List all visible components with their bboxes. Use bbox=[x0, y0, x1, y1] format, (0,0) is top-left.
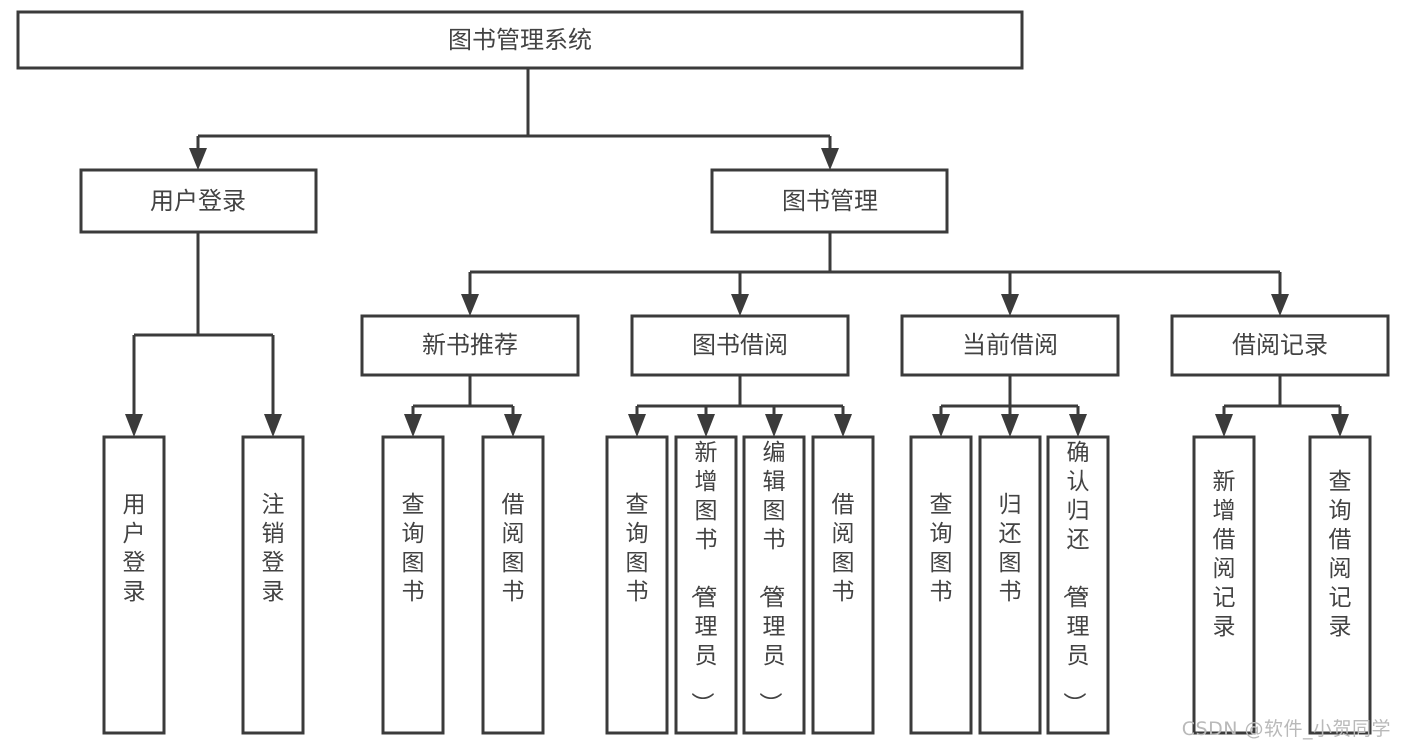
arrow-head-leaf-new-book-2 bbox=[504, 414, 522, 437]
leaf-node-book-borrow-add[interactable]: 新增图书（管理员） bbox=[674, 435, 738, 735]
leaf-node-book-borrow-edit-box[interactable] bbox=[742, 435, 806, 735]
arrow-head-leaf-borrow-record-2 bbox=[1331, 414, 1349, 437]
connector-layer bbox=[125, 68, 1349, 437]
node-borrow-record-box[interactable] bbox=[1170, 314, 1390, 377]
leaf-node-book-borrow-add-label: 新增图书（管理员） bbox=[689, 440, 718, 715]
leaf-node-current-borrow-query[interactable]: 查询图书 bbox=[909, 435, 973, 735]
leaf-node-current-borrow-return[interactable]: 归还图书 bbox=[978, 435, 1042, 735]
leaf-node-current-borrow-confirm[interactable]: 确认归还（管理员） bbox=[1046, 435, 1110, 735]
node-current-borrow-box[interactable] bbox=[900, 314, 1120, 377]
node-book-management[interactable]: 图书管理 bbox=[710, 168, 949, 234]
leaf-node-book-borrow-query-box[interactable] bbox=[605, 435, 669, 735]
node-book-borrow-label: 图书借阅 bbox=[692, 331, 788, 359]
arrow-head-leaf-book-borrow-2 bbox=[697, 414, 715, 437]
node-user-login-label: 用户登录 bbox=[150, 187, 246, 215]
arrow-head-leaf-book-borrow-3 bbox=[765, 414, 783, 437]
arrow-head-user-login bbox=[189, 148, 207, 170]
node-new-book-recommend-box[interactable] bbox=[360, 314, 580, 377]
node-book-management-box[interactable] bbox=[710, 168, 949, 234]
node-new-book-recommend-label: 新书推荐 bbox=[422, 331, 518, 359]
leaf-node-user-login-login-label: 用户登录 bbox=[123, 492, 146, 605]
leaf-node-user-login-logout[interactable]: 注销登录 bbox=[241, 435, 305, 735]
arrow-head-leaf-book-borrow-1 bbox=[628, 414, 646, 437]
node-user-login-box[interactable] bbox=[79, 168, 318, 234]
leaf-node-book-borrow-add-box[interactable] bbox=[674, 435, 738, 735]
leaf-node-new-book-borrow-box[interactable] bbox=[481, 435, 545, 735]
node-book-borrow-box[interactable] bbox=[630, 314, 850, 377]
leaf-node-book-borrow-edit-label: 编辑图书（管理员） bbox=[757, 440, 786, 715]
node-borrow-record[interactable]: 借阅记录 bbox=[1170, 314, 1390, 377]
node-user-login[interactable]: 用户登录 bbox=[79, 168, 318, 234]
leaf-node-current-borrow-confirm-label: 确认归还（管理员） bbox=[1061, 440, 1090, 715]
leaf-node-book-borrow-query[interactable]: 查询图书 bbox=[605, 435, 669, 735]
arrow-head-leaf-current-borrow-3 bbox=[1069, 414, 1087, 437]
arrow-head-leaf-user-login-2 bbox=[264, 414, 282, 437]
arrow-head-leaf-book-borrow-4 bbox=[834, 414, 852, 437]
leaf-node-user-login-login[interactable]: 用户登录 bbox=[102, 435, 166, 735]
node-new-book-recommend[interactable]: 新书推荐 bbox=[360, 314, 580, 377]
leaf-node-new-book-borrow[interactable]: 借阅图书 bbox=[481, 435, 545, 735]
node-book-management-label: 图书管理 bbox=[782, 187, 878, 215]
leaf-node-borrow-record-query[interactable]: 查询借阅记录 bbox=[1308, 435, 1372, 735]
node-root-label: 图书管理系统 bbox=[448, 26, 592, 54]
arrow-head-borrow-record bbox=[1271, 294, 1289, 316]
leaf-node-user-login-login-box[interactable] bbox=[102, 435, 166, 735]
leaf-node-current-borrow-query-box[interactable] bbox=[909, 435, 973, 735]
leaf-node-current-borrow-query-label: 查询图书 bbox=[930, 492, 953, 605]
node-borrow-record-label: 借阅记录 bbox=[1232, 331, 1328, 359]
leaf-node-borrow-record-add[interactable]: 新增借阅记录 bbox=[1192, 435, 1256, 735]
leaf-node-user-login-logout-label: 注销登录 bbox=[262, 492, 285, 605]
arrow-head-leaf-user-login-1 bbox=[125, 414, 143, 437]
arrow-head-leaf-current-borrow-1 bbox=[932, 414, 950, 437]
leaf-node-borrow-record-query-box[interactable] bbox=[1308, 435, 1372, 735]
leaf-node-borrow-record-add-box[interactable] bbox=[1192, 435, 1256, 735]
arrow-head-current-borrow bbox=[1001, 294, 1019, 316]
leaf-node-book-borrow-edit[interactable]: 编辑图书（管理员） bbox=[742, 435, 806, 735]
node-current-borrow[interactable]: 当前借阅 bbox=[900, 314, 1120, 377]
arrow-head-leaf-borrow-record-1 bbox=[1215, 414, 1233, 437]
arrow-head-new-book bbox=[461, 294, 479, 316]
leaf-node-new-book-query-label: 查询图书 bbox=[402, 492, 425, 605]
node-root[interactable]: 图书管理系统 bbox=[16, 10, 1024, 70]
leaf-node-book-borrow-borrow[interactable]: 借阅图书 bbox=[811, 435, 875, 735]
leaf-node-new-book-query[interactable]: 查询图书 bbox=[381, 435, 445, 735]
arrow-head-leaf-current-borrow-2 bbox=[1001, 414, 1019, 437]
arrow-head-book-borrow bbox=[731, 294, 749, 316]
leaf-node-book-borrow-borrow-label: 借阅图书 bbox=[832, 492, 855, 605]
leaf-node-current-borrow-confirm-box[interactable] bbox=[1046, 435, 1110, 735]
arrow-head-leaf-new-book-1 bbox=[404, 414, 422, 437]
leaf-node-new-book-borrow-label: 借阅图书 bbox=[502, 492, 525, 605]
node-book-borrow[interactable]: 图书借阅 bbox=[630, 314, 850, 377]
leaf-node-new-book-query-box[interactable] bbox=[381, 435, 445, 735]
leaf-node-current-borrow-return-label: 归还图书 bbox=[999, 492, 1022, 605]
leaf-node-borrow-record-query-label: 查询借阅记录 bbox=[1329, 469, 1352, 640]
arrow-head-book-mgmt bbox=[821, 148, 839, 170]
leaf-node-current-borrow-return-box[interactable] bbox=[978, 435, 1042, 735]
leaf-node-user-login-logout-box[interactable] bbox=[241, 435, 305, 735]
node-root-box[interactable] bbox=[16, 10, 1024, 70]
leaf-node-book-borrow-borrow-box[interactable] bbox=[811, 435, 875, 735]
leaf-node-book-borrow-query-label: 查询图书 bbox=[626, 492, 649, 605]
leaf-node-borrow-record-add-label: 新增借阅记录 bbox=[1213, 469, 1236, 640]
node-current-borrow-label: 当前借阅 bbox=[962, 331, 1058, 359]
